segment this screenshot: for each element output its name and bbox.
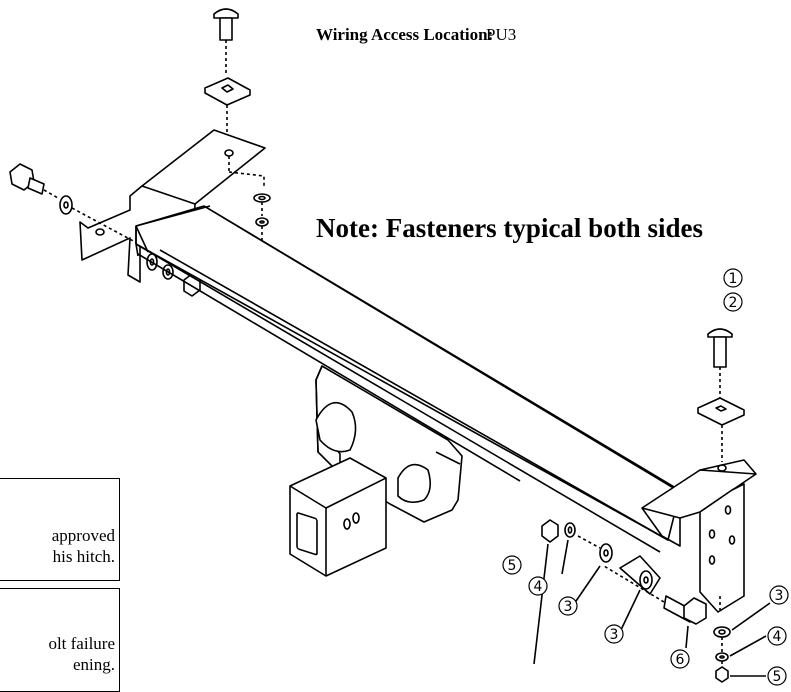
notice-box-1: approved his hitch. — [0, 478, 120, 581]
notice-box-2-text: olt failure ening. — [48, 633, 115, 675]
callout-3a: 3 — [769, 585, 789, 605]
right-bracket — [619, 459, 757, 613]
callout-2-label: 2 — [729, 295, 738, 311]
callout-1-label: 1 — [729, 271, 738, 287]
callout-4a: 4 — [767, 626, 787, 646]
right-side-hardware — [541, 519, 653, 590]
wiring-access-value: PU3 — [486, 25, 517, 44]
callout-5b: 5 — [502, 555, 522, 575]
callout-3b: 3 — [558, 596, 578, 616]
wiring-access-label: Wiring Access Location: — [316, 25, 494, 44]
right-washer-stack — [713, 626, 731, 683]
callout-5a-label: 5 — [773, 669, 782, 685]
callout-3b-label: 3 — [564, 599, 573, 615]
leader-lines — [533, 539, 771, 677]
right-carriage-bolt — [697, 328, 745, 462]
right-hex-bolt — [603, 565, 707, 625]
left-hex-bolt — [9, 163, 151, 251]
callout-3c: 3 — [604, 624, 624, 644]
notice-box-2-line-1: olt failure — [48, 634, 115, 653]
notice-box-1-line-2: his hitch. — [52, 547, 115, 566]
notice-box-2: olt failure ening. — [0, 588, 120, 692]
callout-4b-label: 4 — [534, 579, 543, 595]
receiver-plate — [315, 365, 463, 523]
callout-5b-label: 5 — [508, 558, 517, 574]
main-cross-tube — [135, 205, 687, 553]
fasteners-note: Note: Fasteners typical both sides — [316, 213, 703, 243]
notice-box-1-line-1: approved — [51, 526, 115, 545]
top-carriage-bolt — [213, 8, 239, 74]
callout-2: 2 — [723, 292, 743, 312]
callout-6: 6 — [670, 649, 690, 669]
notice-box-1-text: approved his hitch. — [52, 525, 115, 567]
notice-box-2-line-2: ening. — [72, 655, 115, 674]
receiver-tube — [289, 457, 387, 577]
callout-1: 1 — [723, 268, 743, 288]
callout-4a-label: 4 — [773, 629, 782, 645]
callout-3a-label: 3 — [775, 588, 784, 604]
callout-6-label: 6 — [676, 652, 685, 668]
callout-4b: 4 — [528, 576, 548, 596]
callout-5a: 5 — [767, 666, 787, 686]
callout-3c-label: 3 — [610, 627, 619, 643]
